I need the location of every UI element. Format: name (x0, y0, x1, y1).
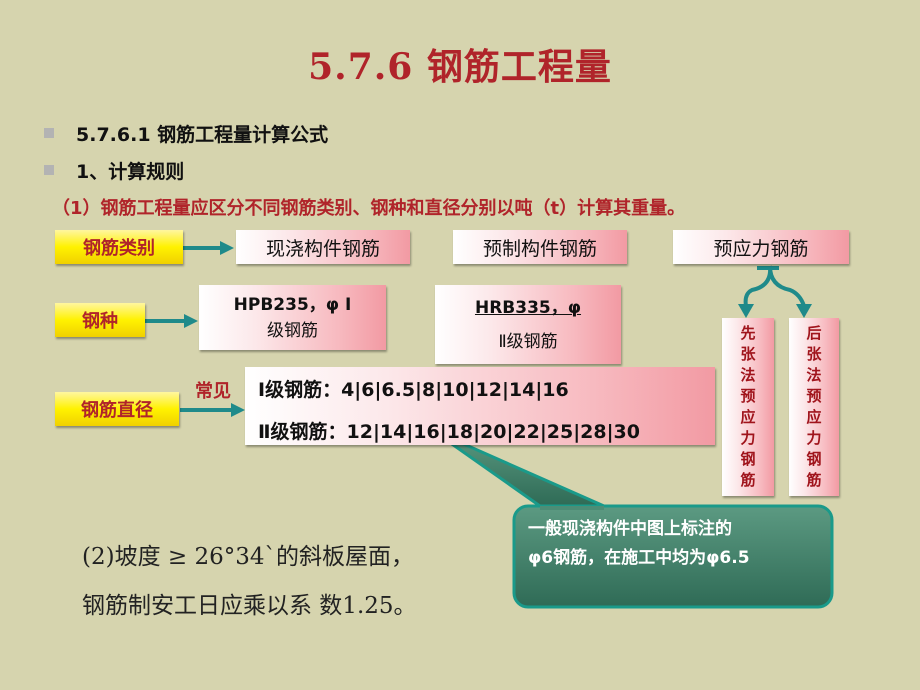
callout-line1: 一般现浇构件中图上标注的 (528, 519, 732, 539)
bullet-formula: 5.7.6.1 钢筋工程量计算公式 (44, 120, 328, 146)
vchar: 应 (806, 408, 822, 426)
box-hrb335: HRB335，φ Ⅱ级钢筋 (435, 285, 621, 364)
box-hpb235-line2: 级钢筋 (267, 320, 318, 341)
vchar: 张 (740, 345, 756, 363)
diameter-row-grade2: Ⅱ级钢筋：12|14|16|18|20|22|25|28|30 (258, 421, 640, 443)
page-title: 5.7.6 钢筋工程量 (308, 46, 612, 88)
box-hrb335-line2: Ⅱ级钢筋 (498, 331, 558, 352)
box-posttension: 后 张 法 预 应 力 钢 筋 (789, 318, 839, 496)
vchar: 钢 (740, 450, 756, 468)
vchar: 法 (806, 366, 822, 384)
callout-text: 一般现浇构件中图上标注的 φ6钢筋，在施工中均为φ6.5 (528, 515, 818, 573)
rule-1-text: （1）钢筋工程量应区分不同钢筋类别、钢种和直径分别以吨（t）计算其重量。 (52, 198, 686, 219)
bullet-rules: 1、计算规则 (44, 157, 184, 183)
vchar: 应 (740, 408, 756, 426)
rule-2-line2: 钢筋制安工日应乘以系 数1.25。 (82, 593, 417, 619)
vchar: 力 (806, 429, 822, 447)
box-hpb235-line1: HPB235，φ Ⅰ (233, 294, 352, 315)
common-label: 常见 (195, 381, 231, 402)
vchar: 预 (740, 387, 756, 405)
diameter-row-grade1: Ⅰ级钢筋：4|6|6.5|8|10|12|14|16 (258, 379, 569, 401)
vchar: 预 (806, 387, 822, 405)
box-prestressed: 预应力钢筋 (673, 230, 849, 264)
arrow-diameter (180, 403, 245, 417)
arrow-grade (145, 314, 198, 328)
box-hpb235: HPB235，φ Ⅰ 级钢筋 (199, 285, 386, 350)
box-cast-in-place-text: 现浇构件钢筋 (265, 237, 380, 260)
bullet-formula-text: 5.7.6.1 钢筋工程量计算公式 (76, 123, 329, 146)
vchar: 钢 (806, 450, 822, 468)
vchar: 先 (740, 324, 756, 342)
label-diameter: 钢筋直径 (55, 392, 179, 426)
callout-bubble (430, 428, 834, 609)
box-hrb335-line1: HRB335，φ (474, 297, 582, 318)
bullet-square-icon (44, 165, 54, 175)
bullet-square-icon (44, 128, 54, 138)
vchar: 筋 (740, 471, 756, 489)
vchar: 筋 (806, 471, 822, 489)
vchar: 法 (740, 366, 756, 384)
box-diameters (245, 367, 715, 445)
label-category: 钢筋类别 (55, 230, 183, 264)
bullet-rules-text: 1、计算规则 (76, 160, 185, 183)
arrow-category (183, 241, 234, 255)
label-category-text: 钢筋类别 (83, 238, 155, 259)
vchar: 力 (740, 429, 756, 447)
arrow-fork (743, 265, 806, 307)
box-pretension: 先 张 法 预 应 力 钢 筋 (722, 318, 774, 496)
vchar: 后 (806, 324, 822, 342)
box-cast-in-place: 现浇构件钢筋 (236, 230, 410, 264)
rule-2-line1: (2)坡度 ≥ 26°34`的斜板屋面， (82, 544, 415, 570)
label-steel-grade: 钢种 (55, 303, 145, 337)
box-prestressed-text: 预应力钢筋 (713, 237, 809, 260)
label-diameter-text: 钢筋直径 (81, 400, 153, 421)
box-precast-text: 预制构件钢筋 (482, 237, 597, 260)
callout-line2: φ6钢筋，在施工中均为φ6.5 (528, 548, 750, 568)
label-steel-grade-text: 钢种 (82, 311, 118, 332)
vchar: 张 (806, 345, 822, 363)
box-precast: 预制构件钢筋 (453, 230, 627, 264)
